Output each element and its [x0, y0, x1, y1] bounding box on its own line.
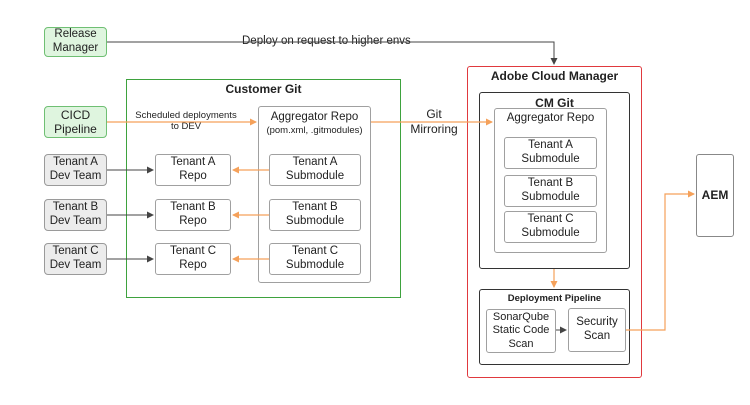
customer-submodule-a: Tenant A Submodule: [269, 154, 361, 186]
cicd-pipeline-box: CICD Pipeline: [44, 106, 107, 138]
tenant-a-team-line2: Dev Team: [49, 170, 102, 182]
scheduled-deployments-line1: Scheduled deployments: [135, 110, 237, 121]
aem-box: AEM: [696, 154, 734, 237]
cm-submodule-c-line2: Submodule: [521, 227, 580, 239]
customer-aggregator-subtitle: (pom.xml, .gitmodules): [266, 124, 363, 136]
customer-submodule-b-line2: Submodule: [285, 215, 345, 227]
customer-submodule-b-line1: Tenant B: [292, 201, 338, 214]
cm-submodule-a-line1: Tenant A: [528, 139, 573, 152]
cm-submodule-a: Tenant A Submodule: [504, 137, 597, 169]
customer-submodule-c-line1: Tenant C: [291, 245, 339, 258]
scheduled-deployments-label: Scheduled deployments to DEV: [128, 110, 244, 133]
security-scan-line2: Scan: [583, 330, 611, 342]
scheduled-deployments-line2: to DEV: [170, 121, 202, 133]
tenant-c-dev-team: Tenant C Dev Team: [44, 243, 107, 275]
tenant-c-team-line1: Tenant C: [52, 245, 99, 258]
git-mirroring-line2: Mirroring: [410, 122, 458, 136]
tenant-c-repo-line2: Repo: [179, 259, 207, 271]
cm-aggregator-title: Aggregator Repo: [506, 112, 595, 124]
git-mirroring-line1: Git: [426, 107, 442, 121]
aem-label: AEM: [701, 188, 729, 203]
security-scan-box: Security Scan: [568, 308, 626, 352]
tenant-b-dev-team: Tenant B Dev Team: [44, 199, 107, 231]
customer-git-title: Customer Git: [225, 82, 302, 96]
sonarqube-scan-box: SonarQube Static Code Scan: [486, 309, 556, 353]
customer-aggregator-title: Aggregator Repo: [270, 111, 359, 123]
tenant-a-repo: Tenant A Repo: [155, 154, 231, 186]
tenant-b-repo: Tenant B Repo: [155, 199, 231, 231]
customer-submodule-a-line2: Submodule: [285, 170, 345, 182]
cm-submodule-b: Tenant B Submodule: [504, 175, 597, 207]
cm-submodule-b-line1: Tenant B: [527, 177, 574, 190]
tenant-a-repo-line2: Repo: [179, 170, 207, 182]
customer-submodule-a-line1: Tenant A: [292, 156, 338, 169]
cicd-pipeline-line1: CICD: [60, 107, 91, 122]
cicd-pipeline-line2: Pipeline: [54, 122, 97, 136]
sonarqube-line2: Static Code: [492, 324, 550, 337]
adobe-cloud-manager-title: Adobe Cloud Manager: [490, 69, 619, 83]
sonarqube-line1: SonarQube: [492, 311, 550, 324]
security-scan-line1: Security: [576, 316, 618, 329]
tenant-b-team-line1: Tenant B: [52, 201, 99, 214]
cm-submodule-a-line2: Submodule: [521, 153, 580, 165]
tenant-c-repo-line1: Tenant C: [169, 245, 217, 258]
customer-submodule-b: Tenant B Submodule: [269, 199, 361, 231]
cm-git-title: CM Git: [535, 96, 574, 110]
sonarqube-line3: Scan: [508, 337, 534, 350]
tenant-b-team-line2: Dev Team: [49, 215, 102, 227]
tenant-a-repo-line1: Tenant A: [170, 156, 216, 169]
cm-submodule-c: Tenant C Submodule: [504, 211, 597, 243]
tenant-b-repo-line2: Repo: [179, 215, 207, 227]
release-manager-box: Release Manager: [44, 27, 107, 57]
cm-submodule-b-line2: Submodule: [521, 191, 580, 203]
deploy-on-request-label: Deploy on request to higher envs: [240, 35, 413, 49]
tenant-b-repo-line1: Tenant B: [170, 201, 216, 214]
customer-submodule-c: Tenant C Submodule: [269, 243, 361, 275]
tenant-c-team-line2: Dev Team: [49, 259, 102, 271]
release-manager-line2: Manager: [52, 42, 99, 54]
release-manager-line1: Release: [54, 28, 97, 41]
cm-submodule-c-line1: Tenant C: [527, 213, 574, 226]
customer-git-container: Customer Git: [126, 79, 401, 298]
git-mirroring-label: Git Mirroring: [406, 107, 462, 137]
tenant-a-team-line1: Tenant A: [53, 156, 98, 169]
tenant-a-dev-team: Tenant A Dev Team: [44, 154, 107, 186]
deployment-pipeline-title: Deployment Pipeline: [507, 293, 602, 304]
tenant-c-repo: Tenant C Repo: [155, 243, 231, 275]
customer-submodule-c-line2: Submodule: [285, 259, 345, 271]
